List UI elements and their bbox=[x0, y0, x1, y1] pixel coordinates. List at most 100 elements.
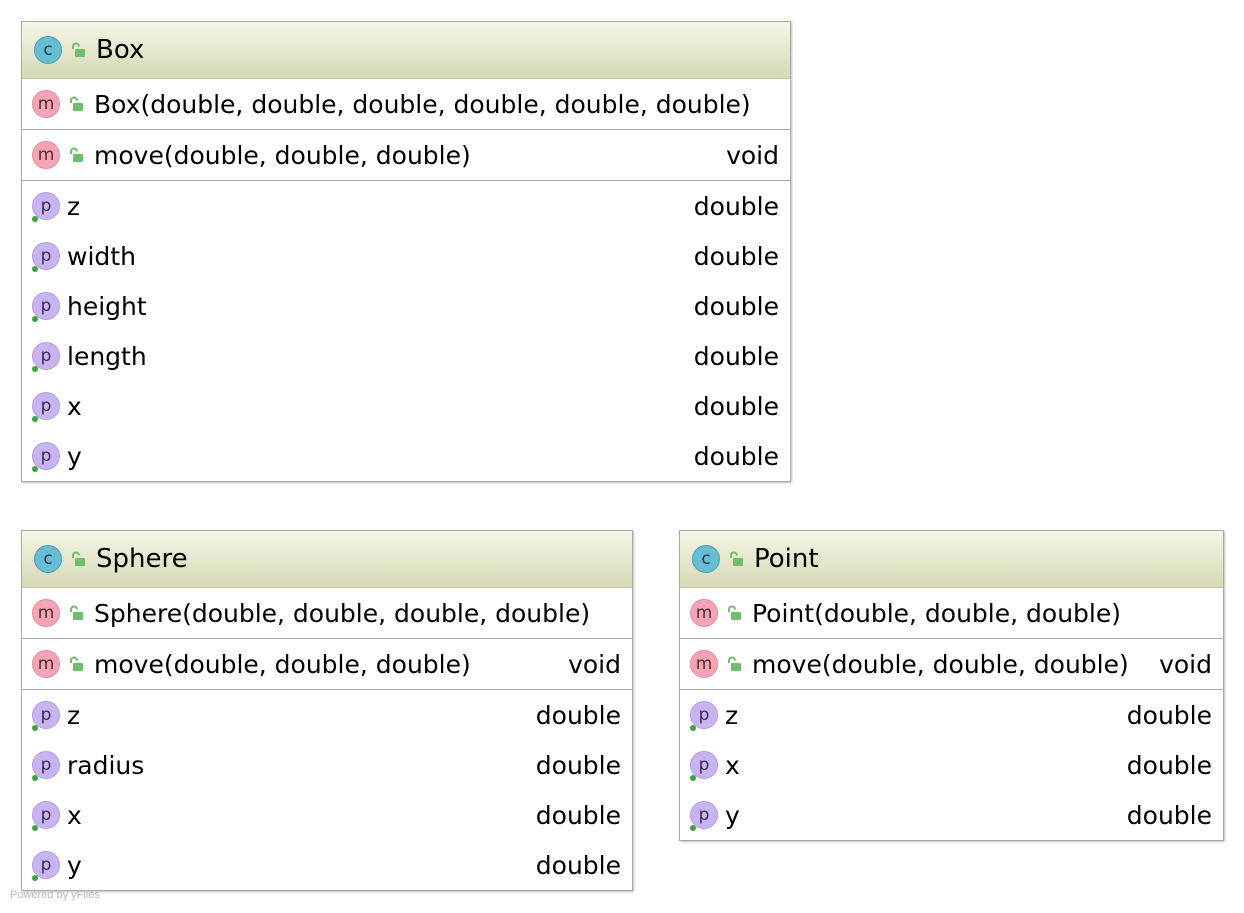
property-type: double bbox=[1126, 700, 1212, 730]
property-row[interactable]: p x double bbox=[22, 381, 790, 431]
visibility-dot-icon bbox=[32, 775, 38, 781]
property-icon: p bbox=[32, 192, 60, 222]
public-lock-icon bbox=[72, 42, 85, 57]
divider bbox=[22, 129, 790, 130]
class-header: c Sphere bbox=[22, 531, 632, 588]
property-row[interactable]: p radius double bbox=[22, 740, 632, 790]
property-icon: p bbox=[690, 751, 718, 781]
class-sphere[interactable]: c Sphere m Sphere(double, double, double… bbox=[21, 530, 633, 891]
property-row[interactable]: p width double bbox=[22, 231, 790, 281]
divider bbox=[22, 638, 632, 639]
class-point[interactable]: c Point m Point(double, double, double) … bbox=[679, 530, 1224, 841]
method-signature: move(double, double, double) bbox=[752, 649, 1129, 679]
class-name: Sphere bbox=[96, 544, 188, 574]
constructor-row[interactable]: m Box(double, double, double, double, do… bbox=[22, 79, 790, 129]
property-type: double bbox=[693, 341, 779, 371]
property-type: double bbox=[1126, 800, 1212, 830]
property-icon: p bbox=[32, 442, 60, 472]
property-icon: p bbox=[32, 242, 60, 272]
visibility-dot-icon bbox=[32, 416, 38, 422]
property-row[interactable]: p z double bbox=[22, 181, 790, 231]
divider bbox=[680, 689, 1223, 690]
method-row[interactable]: m move(double, double, double) void bbox=[22, 639, 632, 689]
property-name: z bbox=[67, 191, 81, 221]
method-icon: m bbox=[32, 90, 60, 118]
property-icon: p bbox=[32, 342, 60, 372]
property-row[interactable]: p x double bbox=[22, 790, 632, 840]
method-icon: m bbox=[690, 650, 718, 678]
class-icon: c bbox=[34, 36, 62, 64]
property-icon: p bbox=[32, 851, 60, 881]
return-type: void bbox=[568, 649, 621, 679]
property-icon: p bbox=[690, 801, 718, 831]
property-name: x bbox=[725, 750, 740, 780]
property-row[interactable]: p x double bbox=[680, 740, 1223, 790]
return-type: void bbox=[1159, 649, 1212, 679]
property-name: length bbox=[67, 341, 147, 371]
method-row[interactable]: m move(double, double, double) void bbox=[22, 130, 790, 180]
constructor-signature: Box(double, double, double, double, doub… bbox=[94, 89, 751, 119]
visibility-dot-icon bbox=[690, 725, 696, 731]
public-lock-icon bbox=[70, 605, 83, 620]
class-icon: c bbox=[34, 545, 62, 573]
method-row[interactable]: m move(double, double, double) void bbox=[680, 639, 1223, 689]
property-icon: p bbox=[32, 701, 60, 731]
footer-credit: Powered by yFiles bbox=[10, 889, 100, 901]
property-name: height bbox=[67, 291, 147, 321]
visibility-dot-icon bbox=[32, 366, 38, 372]
constructor-row[interactable]: m Sphere(double, double, double, double) bbox=[22, 588, 632, 638]
property-row[interactable]: p y double bbox=[22, 431, 790, 481]
visibility-dot-icon bbox=[32, 725, 38, 731]
property-row[interactable]: p y double bbox=[680, 790, 1223, 840]
class-name: Box bbox=[96, 35, 145, 65]
property-name: x bbox=[67, 391, 82, 421]
divider bbox=[22, 689, 632, 690]
return-type: void bbox=[726, 140, 779, 170]
divider bbox=[680, 638, 1223, 639]
method-icon: m bbox=[690, 599, 718, 627]
method-icon: m bbox=[32, 141, 60, 169]
class-box[interactable]: c Box m Box(double, double, double, doub… bbox=[21, 21, 791, 482]
public-lock-icon bbox=[72, 551, 85, 566]
property-type: double bbox=[535, 800, 621, 830]
class-header: c Box bbox=[22, 22, 790, 79]
visibility-dot-icon bbox=[32, 875, 38, 881]
method-signature: move(double, double, double) bbox=[94, 649, 471, 679]
property-row[interactable]: p z double bbox=[680, 690, 1223, 740]
property-row[interactable]: p y double bbox=[22, 840, 632, 890]
divider bbox=[22, 180, 790, 181]
property-row[interactable]: p length double bbox=[22, 331, 790, 381]
property-name: z bbox=[67, 700, 81, 730]
public-lock-icon bbox=[70, 147, 83, 162]
constructor-signature: Point(double, double, double) bbox=[752, 598, 1121, 628]
property-name: y bbox=[67, 441, 82, 471]
visibility-dot-icon bbox=[32, 825, 38, 831]
class-icon: c bbox=[692, 545, 720, 573]
property-name: y bbox=[67, 850, 82, 880]
public-lock-icon bbox=[70, 96, 83, 111]
visibility-dot-icon bbox=[32, 466, 38, 472]
visibility-dot-icon bbox=[690, 825, 696, 831]
property-name: radius bbox=[67, 750, 145, 780]
constructor-row[interactable]: m Point(double, double, double) bbox=[680, 588, 1223, 638]
visibility-dot-icon bbox=[690, 775, 696, 781]
property-name: x bbox=[67, 800, 82, 830]
public-lock-icon bbox=[728, 656, 741, 671]
public-lock-icon bbox=[728, 605, 741, 620]
property-icon: p bbox=[32, 392, 60, 422]
visibility-dot-icon bbox=[32, 216, 38, 222]
property-type: double bbox=[1126, 750, 1212, 780]
property-type: double bbox=[693, 291, 779, 321]
property-type: double bbox=[535, 750, 621, 780]
property-row[interactable]: p z double bbox=[22, 690, 632, 740]
property-icon: p bbox=[690, 701, 718, 731]
class-name: Point bbox=[754, 544, 819, 574]
property-name: width bbox=[67, 241, 136, 271]
property-type: double bbox=[693, 241, 779, 271]
public-lock-icon bbox=[70, 656, 83, 671]
property-type: double bbox=[535, 850, 621, 880]
method-icon: m bbox=[32, 599, 60, 627]
property-type: double bbox=[693, 441, 779, 471]
property-icon: p bbox=[32, 751, 60, 781]
property-row[interactable]: p height double bbox=[22, 281, 790, 331]
